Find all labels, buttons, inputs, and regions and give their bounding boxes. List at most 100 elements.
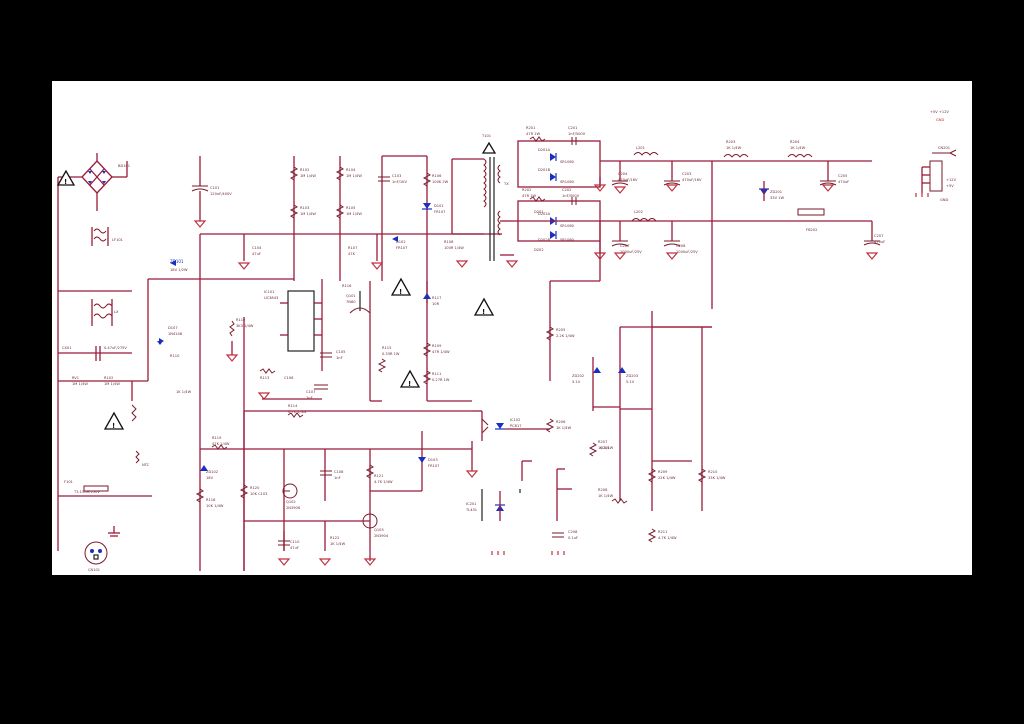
svg-text:FR107: FR107 bbox=[434, 210, 445, 214]
svg-text:470uF/16V: 470uF/16V bbox=[618, 178, 638, 182]
svg-text:Q201: Q201 bbox=[600, 446, 610, 450]
svg-text:!: ! bbox=[408, 380, 411, 388]
svg-text:R118: R118 bbox=[206, 498, 216, 502]
svg-text:R114: R114 bbox=[288, 404, 298, 408]
output-connector: +5V +12V GND CN201 +12V +5V GND bbox=[915, 110, 957, 202]
svg-text:470uF: 470uF bbox=[838, 180, 849, 184]
svg-text:1K 1/4W: 1K 1/4W bbox=[176, 390, 192, 394]
svg-text:1M 1/4W: 1M 1/4W bbox=[346, 212, 362, 216]
svg-text:2.2K 1/4W: 2.2K 1/4W bbox=[556, 334, 575, 338]
svg-text:R116: R116 bbox=[342, 284, 352, 288]
svg-text:R120: R120 bbox=[250, 486, 260, 490]
x-capacitor: CX01 0.47uF/275V bbox=[62, 346, 127, 361]
svg-text:R112: R112 bbox=[236, 318, 245, 322]
svg-text:4.7K 1/4W: 4.7K 1/4W bbox=[658, 536, 677, 540]
svg-text:R113: R113 bbox=[260, 376, 269, 380]
line-filter: LF101 LX bbox=[91, 227, 123, 326]
svg-text:1N4148: 1N4148 bbox=[168, 332, 183, 336]
svg-text:TL431: TL431 bbox=[465, 508, 477, 512]
svg-text:NTC: NTC bbox=[142, 463, 150, 467]
svg-text:0.47uF/275V: 0.47uF/275V bbox=[104, 346, 127, 350]
svg-text:1K 1/4W: 1K 1/4W bbox=[330, 542, 346, 546]
svg-text:ZD202: ZD202 bbox=[572, 374, 584, 378]
svg-text:1nF/500V: 1nF/500V bbox=[568, 132, 586, 136]
svg-text:1nF: 1nF bbox=[336, 356, 343, 360]
svg-text:!: ! bbox=[482, 308, 485, 316]
svg-text:ZD203: ZD203 bbox=[626, 374, 638, 378]
svg-text:D101: D101 bbox=[434, 204, 444, 208]
svg-text:2N3906: 2N3906 bbox=[286, 506, 301, 510]
svg-text:0.27R 1W: 0.27R 1W bbox=[432, 378, 450, 382]
svg-text:7N60: 7N60 bbox=[346, 300, 356, 304]
svg-text:C105: C105 bbox=[336, 350, 345, 354]
connector-output-label: CN201 bbox=[938, 146, 950, 150]
svg-text:R107: R107 bbox=[348, 246, 357, 250]
svg-text:L201: L201 bbox=[636, 146, 645, 150]
svg-text:SR1060: SR1060 bbox=[560, 160, 575, 164]
svg-text:R208: R208 bbox=[598, 488, 608, 492]
warning-icon: ! bbox=[399, 369, 421, 388]
svg-text:0.1uF: 0.1uF bbox=[568, 536, 578, 540]
svg-text:R106: R106 bbox=[432, 174, 442, 178]
svg-text:1nF/1KV: 1nF/1KV bbox=[392, 180, 407, 184]
transformer: T101 TX bbox=[481, 134, 509, 261]
svg-text:47R 1W: 47R 1W bbox=[526, 132, 540, 136]
svg-text:18V 1/2W: 18V 1/2W bbox=[170, 268, 188, 272]
svg-text:Q102: Q102 bbox=[286, 500, 296, 504]
shunt-regulator-label: IC201 bbox=[466, 502, 476, 506]
svg-text:R201: R201 bbox=[526, 126, 535, 130]
svg-text:R109: R109 bbox=[432, 344, 442, 348]
svg-text:SR1060: SR1060 bbox=[560, 238, 575, 242]
svg-text:F101: F101 bbox=[64, 480, 73, 484]
svg-text:C208: C208 bbox=[568, 530, 578, 534]
svg-text:ZD101: ZD101 bbox=[170, 259, 184, 264]
svg-text:0.33R 1W: 0.33R 1W bbox=[382, 352, 400, 356]
svg-text:22K 1/4W: 22K 1/4W bbox=[658, 476, 676, 480]
svg-text:R202: R202 bbox=[522, 188, 531, 192]
bridge-label: BD101 bbox=[118, 164, 130, 168]
diode-out1-label: D201 bbox=[534, 210, 544, 214]
svg-text:GND: GND bbox=[936, 118, 944, 122]
svg-text:R122: R122 bbox=[330, 536, 339, 540]
svg-text:10K C103: 10K C103 bbox=[250, 492, 267, 496]
svg-text:1K 1/4W: 1K 1/4W bbox=[726, 146, 742, 150]
cap-out-label: C207 bbox=[874, 234, 883, 238]
transistor-q102: Q102 2N3906 bbox=[282, 483, 301, 510]
svg-text:R103: R103 bbox=[300, 206, 309, 210]
svg-text:470uF: 470uF bbox=[874, 240, 885, 244]
ground-symbol bbox=[108, 526, 120, 537]
svg-text:R204: R204 bbox=[790, 140, 800, 144]
svg-text:C203: C203 bbox=[682, 172, 691, 176]
svg-text:R115: R115 bbox=[382, 346, 391, 350]
transformer-label: T101 bbox=[481, 134, 491, 138]
svg-text:R108: R108 bbox=[444, 240, 454, 244]
svg-text:4.7K 1/4W: 4.7K 1/4W bbox=[288, 410, 307, 414]
svg-text:D202A: D202A bbox=[538, 212, 551, 216]
svg-text:TX: TX bbox=[503, 182, 509, 186]
schematic-sheet: BD101 LF101 LX CX01 0.47uF/275V F101 bbox=[52, 81, 972, 575]
svg-text:33K 1/4W: 33K 1/4W bbox=[708, 476, 726, 480]
optocoupler-label: IC102 bbox=[510, 418, 520, 422]
svg-text:47R 1W: 47R 1W bbox=[522, 194, 536, 198]
fuse: F101 T3.15AH/250V bbox=[64, 480, 109, 494]
svg-text:1K 1/4W: 1K 1/4W bbox=[556, 426, 572, 430]
warning-icon: ! bbox=[390, 277, 412, 296]
svg-text:R206: R206 bbox=[556, 420, 566, 424]
svg-text:R110: R110 bbox=[170, 354, 180, 358]
svg-text:T3.15AH/250V: T3.15AH/250V bbox=[73, 490, 100, 494]
svg-text:UC3843: UC3843 bbox=[264, 296, 278, 300]
svg-text:C107: C107 bbox=[306, 390, 315, 394]
svg-text:D201B: D201B bbox=[538, 168, 551, 172]
svg-text:R119: R119 bbox=[212, 436, 222, 440]
svg-text:R102: R102 bbox=[300, 168, 309, 172]
svg-text:C207: C207 bbox=[620, 244, 629, 248]
svg-text:100K 2W: 100K 2W bbox=[432, 180, 449, 184]
svg-text:100R 1/4W: 100R 1/4W bbox=[444, 246, 464, 250]
svg-text:D202B: D202B bbox=[538, 238, 551, 242]
svg-text:1nF: 1nF bbox=[306, 396, 313, 400]
svg-text:R211: R211 bbox=[658, 530, 667, 534]
svg-text:C110: C110 bbox=[290, 540, 300, 544]
